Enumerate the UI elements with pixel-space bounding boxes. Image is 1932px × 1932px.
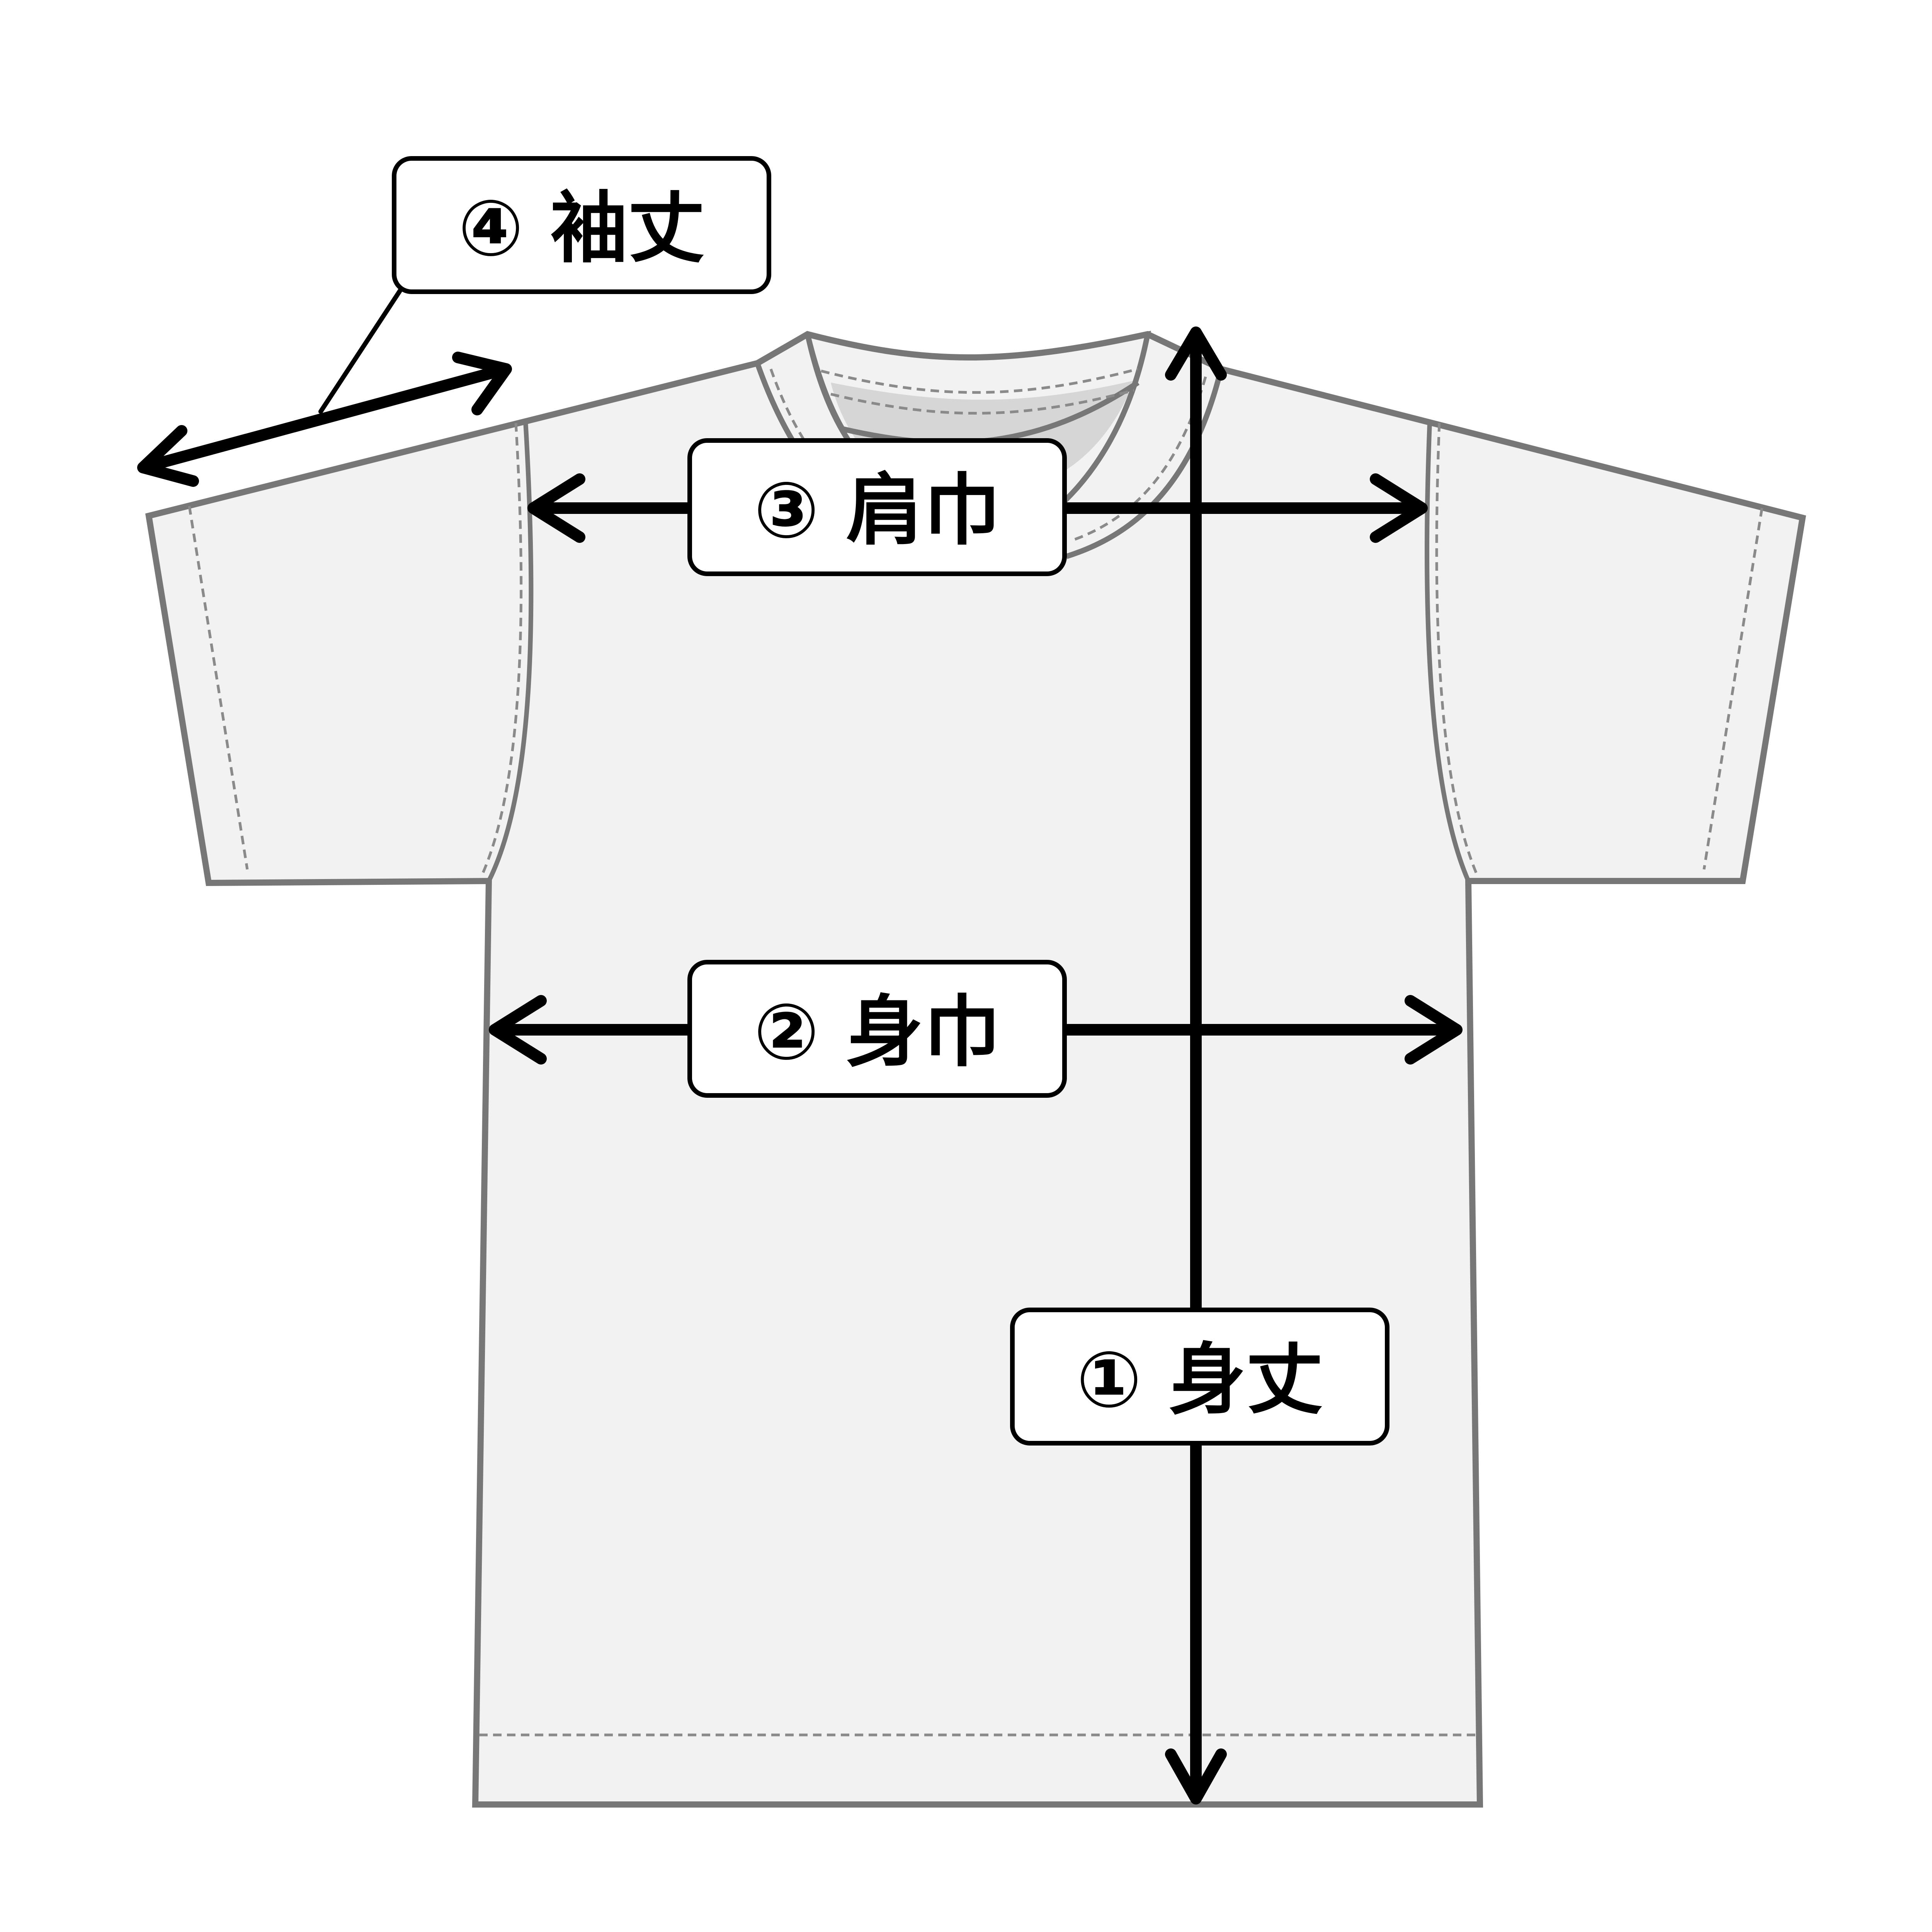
label-body-length: ① 身丈: [1010, 1308, 1389, 1446]
label-shoulder-width: ③ 肩巾: [687, 438, 1067, 576]
left-sleeve-hem-stitch: [188, 506, 249, 870]
body-length-label: ① 身丈: [1077, 1335, 1323, 1425]
label-sleeve-length: ④ 袖丈: [392, 156, 771, 294]
left-armhole-stitch: [480, 423, 523, 878]
body-width-label: ② 身巾: [754, 987, 1001, 1077]
shoulder-width-label: ③ 肩巾: [754, 466, 1001, 556]
label-box: [1010, 1308, 1389, 1446]
sleeve-length-arrow: [137, 352, 512, 487]
sleeve-length-label: ④ 袖丈: [458, 184, 705, 274]
collar-stitch: [769, 367, 1207, 543]
measurement-arrows: [137, 286, 1463, 1804]
right-sleeve-hem-stitch: [1702, 508, 1764, 870]
label-box: [687, 960, 1067, 1098]
right-armhole-stitch: [1435, 423, 1480, 878]
body-length-arrow: [1165, 327, 1227, 1804]
label-box: [687, 438, 1067, 576]
sleeve-length-leader-line: [318, 286, 404, 414]
label-body-width: ② 身巾: [687, 960, 1067, 1098]
label-box: [392, 156, 771, 294]
